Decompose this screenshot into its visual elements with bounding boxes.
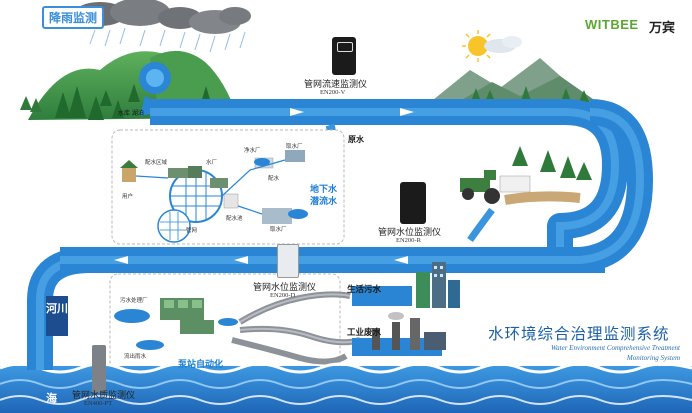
rainfall-monitoring-badge: 降雨监测	[42, 6, 105, 29]
supply-area-label: 配水区域	[145, 160, 168, 166]
domestic-sewage-label: 生活污水	[347, 285, 382, 295]
reservoir-label: 水库 湖泊	[118, 110, 144, 117]
sewage-plant-icon	[114, 298, 238, 350]
brand-logo-cn: 万宾	[649, 21, 676, 36]
device-screen-icon	[337, 42, 353, 52]
pump-automation-label: 泵站自动化	[178, 360, 224, 370]
pipe-network-label: 管网	[186, 228, 198, 234]
treated-outflow-label: 流出雨水	[124, 354, 147, 360]
users-label: 用户	[122, 194, 134, 200]
reservoir-pool-label: 配水池	[226, 216, 243, 222]
sea-side-label: 海	[46, 392, 57, 405]
quality-meter-name: 管网水质监测仪	[72, 391, 136, 401]
water-plant-label: 水厂	[206, 160, 218, 166]
level-meter-r-name: 管网水位监测仪	[378, 228, 442, 238]
system-title-cn: 水环境综合治理监测系统	[488, 325, 670, 343]
intake-plant-2-label: 取水厂	[270, 227, 287, 233]
factory-icon	[352, 312, 446, 356]
flow-meter-name: 管网流速监测仪	[304, 80, 368, 90]
level-meter-d-model: EN200-D	[270, 292, 296, 299]
farm-tractor-icon	[460, 146, 592, 205]
quality-meter-model: EN400-PT	[84, 400, 113, 407]
sun-icon	[462, 30, 522, 62]
pipe-network-icon	[157, 169, 223, 243]
hills-icon	[428, 58, 600, 104]
system-title-en-line1: Water Environment Comprehensive Treatmen…	[550, 344, 680, 352]
flow-meter-model: EN200-V	[320, 89, 346, 96]
sea-waves	[0, 362, 692, 413]
domestic-buildings-icon	[352, 262, 460, 308]
intake-plant-label: 取水厂	[286, 144, 303, 150]
system-title-en-line2: Monitoring System	[626, 354, 680, 362]
industrial-wastewater-label: 工业废水	[347, 328, 382, 338]
clean-water-plant-label: 净水厂	[244, 148, 261, 154]
buildings-icon	[120, 150, 308, 224]
subsurface-flow-label: 潜流水	[310, 197, 338, 207]
groundwater-label: 地下水	[310, 185, 338, 195]
level-meter-r-model: EN200-R	[396, 237, 421, 244]
brand-logo-text: WITBEE	[585, 17, 639, 32]
quality-meter-device	[92, 345, 106, 393]
distribution-label: 配水	[268, 176, 280, 182]
level-meter-d-device	[277, 244, 299, 278]
level-meter-d-name: 管网水位监测仪	[253, 283, 317, 293]
river-side-label: 河川	[46, 296, 68, 336]
sewage-plant-label: 污水处理厂	[120, 298, 148, 304]
level-meter-r-device	[400, 182, 426, 224]
raw-water-label: 原水	[348, 135, 364, 144]
